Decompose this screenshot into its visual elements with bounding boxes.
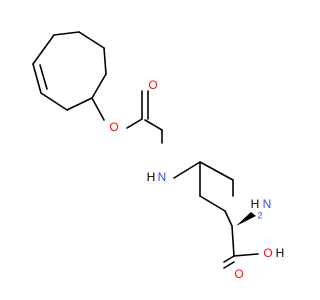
nh-to-chain-bond (173, 161, 201, 179)
nh-hydrogen-label: H (147, 170, 156, 184)
amino-nitrogen-label: N (263, 197, 272, 211)
molecule-structure: O O H N H N 2 O O H (32, 31, 285, 281)
carbonyl-oxygen-label: O (148, 78, 157, 92)
ring-double-bond-inner (39, 64, 48, 90)
carboxyl-hydroxyl-bond (233, 253, 259, 257)
acid-hydroxyl-oxygen-label: O (263, 246, 272, 260)
ring-bond (40, 92, 68, 111)
carboxyl-double-bond-inner (223, 261, 235, 269)
ring-double-bond (32, 63, 42, 94)
ring-to-oxygen-bond (91, 97, 105, 121)
ring-bond (103, 47, 107, 75)
alpha-to-carboxyl-bond (231, 225, 235, 257)
chain-bond (199, 161, 234, 181)
ester-oxygen-label: O (109, 120, 118, 134)
stereo-hash-wedge (236, 212, 256, 226)
carboxyl-double-bond (223, 255, 235, 263)
ring-bond (91, 73, 107, 99)
ring-bond (66, 97, 93, 111)
nh-nitrogen-label: N (158, 170, 167, 184)
chain-bond (224, 210, 233, 227)
chain-bond (199, 195, 226, 212)
oxygen-to-carbonyl-bond (126, 118, 143, 129)
ring-bond (53, 31, 80, 36)
amino-hydrogen-label: H (251, 197, 260, 211)
ring-bond (32, 34, 55, 65)
carbonyl-to-nh-bond (144, 119, 163, 131)
ring-bond (78, 31, 105, 49)
amino-subscript-label: 2 (257, 210, 262, 220)
acid-carbonyl-oxygen-label: O (234, 267, 243, 281)
acid-hydrogen-label: H (276, 246, 285, 260)
